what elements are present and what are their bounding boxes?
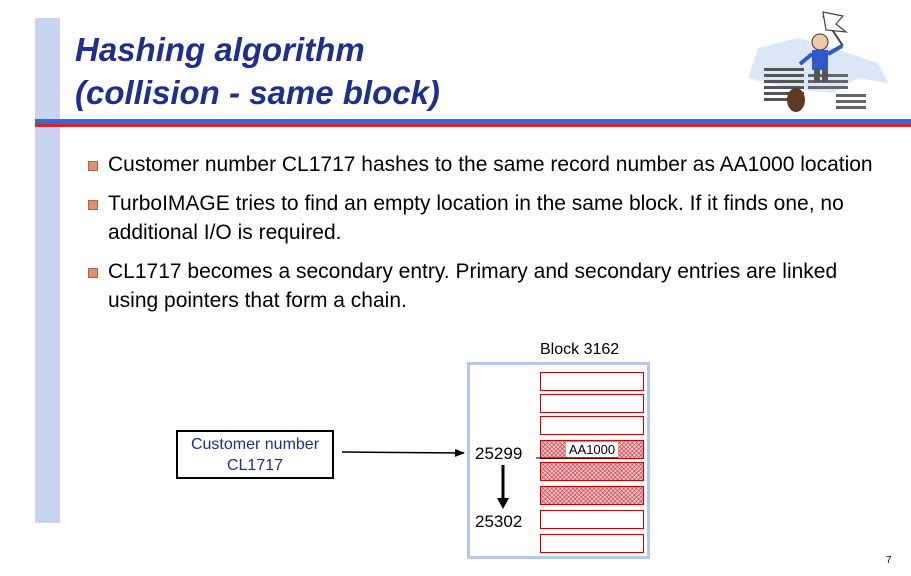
- bullet-text: Customer number CL1717 hashes to the sam…: [108, 153, 873, 176]
- customer-box-line-2: CL1717: [226, 457, 284, 474]
- slide-title: Hashing algorithm (collision - same bloc…: [75, 28, 440, 114]
- bullet-list: Customer number CL1717 hashes to the sam…: [88, 150, 888, 325]
- customer-number-box: Customer number CL1717: [176, 430, 334, 479]
- record-number-secondary: 25302: [475, 512, 523, 531]
- bullet-item: Customer number CL1717 hashes to the sam…: [88, 150, 888, 179]
- data-block: AA1000: [467, 362, 650, 559]
- chain-arrow-head: [497, 498, 509, 509]
- header-rule-red: [35, 124, 911, 127]
- record-slot: [540, 394, 644, 413]
- record-number-primary: 25299: [475, 444, 523, 463]
- bullet-square-icon: [88, 161, 98, 171]
- record-slot: [540, 534, 644, 553]
- record-slot-primary: AA1000: [540, 440, 644, 459]
- record-slot: [540, 510, 644, 529]
- record-slot: [540, 372, 644, 391]
- bullet-item: TurboIMAGE tries to find an empty locati…: [88, 189, 888, 247]
- bullet-text: TurboIMAGE tries to find an empty locati…: [108, 192, 844, 244]
- slot-label: AA1000: [565, 442, 619, 457]
- record-slot: [540, 416, 644, 435]
- page-number: 7: [886, 555, 892, 566]
- block-label: Block 3162: [540, 341, 620, 358]
- bullet-square-icon: [88, 200, 98, 210]
- bullet-item: CL1717 becomes a secondary entry. Primar…: [88, 257, 888, 315]
- record-slot-occupied: [540, 462, 644, 481]
- record-slot-occupied: [540, 486, 644, 505]
- title-line-2: (collision - same block): [75, 74, 440, 111]
- customer-box-line-1: Customer number: [190, 436, 320, 453]
- bullet-text: CL1717 becomes a secondary entry. Primar…: [108, 260, 838, 312]
- left-accent-bar: [35, 18, 60, 523]
- hash-arrow: [341, 448, 465, 457]
- header-rule-blue: [35, 119, 911, 124]
- bullet-square-icon: [88, 268, 98, 278]
- clipart-figure-icon: [748, 11, 888, 112]
- title-line-1: Hashing algorithm: [75, 31, 365, 68]
